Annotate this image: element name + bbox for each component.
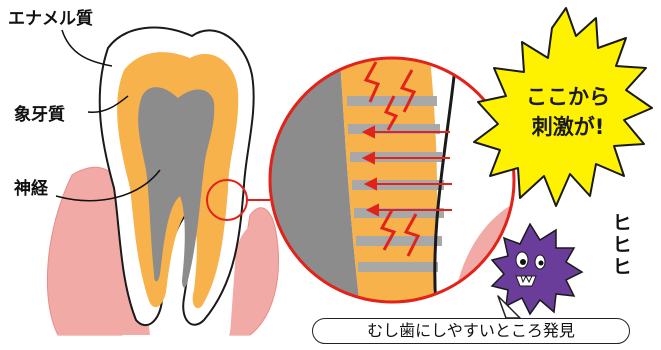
burst-line-1: ここから	[518, 82, 618, 112]
germ-character	[492, 224, 582, 314]
sound-effect: ヒヒヒ	[610, 212, 634, 278]
label-enamel: エナメル質	[8, 4, 93, 29]
burst-text: ここから 刺激が!	[518, 82, 618, 142]
caption: むし歯にしやすいところ発見	[312, 318, 630, 344]
label-dentin: 象牙質	[14, 100, 65, 125]
label-nerve: 神経	[14, 174, 48, 199]
magnified-view	[270, 58, 520, 308]
burst-line-2: 刺激が!	[518, 112, 618, 142]
